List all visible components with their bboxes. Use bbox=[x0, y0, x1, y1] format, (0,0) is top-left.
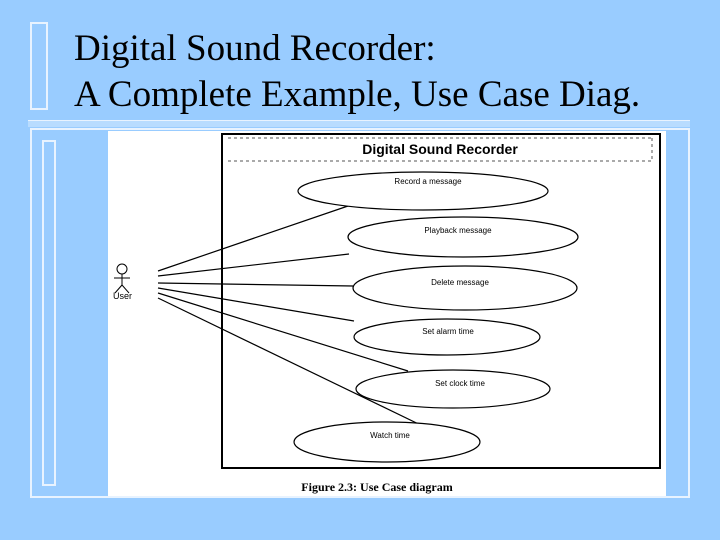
use-case-watch: Watch time bbox=[293, 421, 481, 463]
associations bbox=[157, 205, 434, 432]
slide-title-line-2: A Complete Example, Use Case Diag. bbox=[74, 74, 641, 115]
use-case-ellipse bbox=[293, 421, 481, 463]
use-case-figure: Digital Sound Recorder User Record a mes… bbox=[108, 131, 666, 496]
use-case-ellipse bbox=[352, 265, 578, 311]
title-divider bbox=[28, 120, 690, 127]
use-case-clock: Set clock time bbox=[355, 369, 551, 409]
use-case-alarm: Set alarm time bbox=[353, 318, 541, 356]
use-case-diagram: Digital Sound Recorder User Record a mes… bbox=[113, 133, 661, 494]
actor-label: User bbox=[113, 291, 132, 301]
use-case-playback: Playback message bbox=[347, 216, 579, 258]
use-case-label: Playback message bbox=[424, 226, 492, 235]
title-accent-box bbox=[30, 22, 48, 110]
assoc-clock bbox=[157, 292, 409, 372]
assoc-playback bbox=[157, 253, 350, 277]
use-case-label: Delete message bbox=[431, 278, 489, 287]
assoc-record bbox=[157, 205, 349, 272]
assoc-delete bbox=[157, 282, 354, 287]
figure-caption: Figure 2.3: Use Case diagram bbox=[301, 480, 452, 494]
system-name: Digital Sound Recorder bbox=[362, 141, 518, 157]
use-case-label: Set clock time bbox=[435, 379, 485, 388]
use-case-ellipse bbox=[353, 318, 541, 356]
use-case-delete: Delete message bbox=[352, 265, 578, 311]
use-case-label: Record a message bbox=[394, 177, 462, 186]
use-case-ellipse bbox=[347, 216, 579, 258]
use-case-label: Set alarm time bbox=[422, 327, 474, 336]
use-case-ellipse bbox=[297, 171, 549, 211]
use-case-label: Watch time bbox=[370, 431, 410, 440]
actor-stick-figure bbox=[114, 263, 130, 294]
use-case-ellipse bbox=[355, 369, 551, 409]
content-frame bbox=[30, 128, 690, 498]
assoc-alarm bbox=[157, 287, 355, 322]
slide-title: Digital Sound Recorder: A Complete Examp… bbox=[74, 26, 640, 118]
assoc-watch bbox=[157, 297, 434, 432]
use-case-record: Record a message bbox=[297, 171, 549, 211]
slide-title-line-1: Digital Sound Recorder: bbox=[74, 28, 436, 69]
left-accent-bar bbox=[42, 140, 56, 486]
system-boundary bbox=[221, 133, 661, 469]
